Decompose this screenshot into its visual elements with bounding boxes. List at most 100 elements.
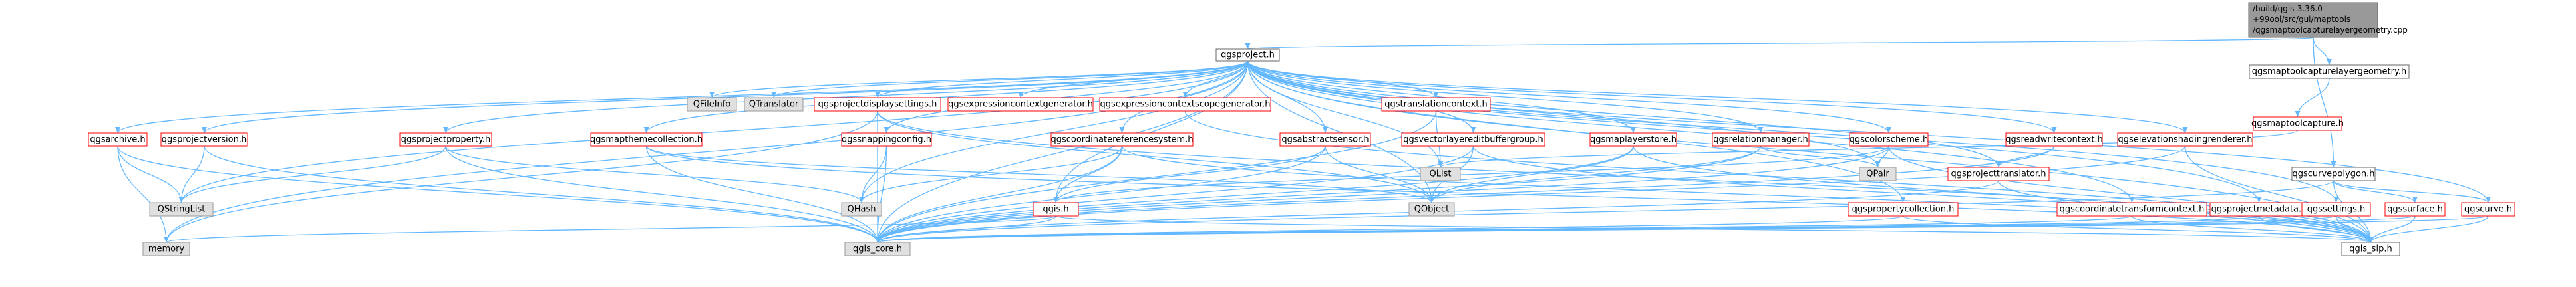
edge-qgscoordinatetransformcontext-to-qgis_sip [2131, 215, 2374, 243]
node-box [1050, 132, 1194, 147]
node-qgselevationshadingrenderer[interactable]: qgselevationshadingrenderer.h [2117, 132, 2253, 147]
node-qgsmapthemecollection[interactable]: qgsmapthemecollection.h [590, 132, 703, 147]
node-qgis-h[interactable]: qgis.h [1033, 202, 1079, 217]
node-qpair: QPair [1859, 167, 1897, 181]
edge-qgsrelationmanager-to-qobject [1429, 145, 1762, 203]
node-qgssurface[interactable]: qgssurface.h [2384, 202, 2446, 217]
node-label: memory [148, 244, 185, 254]
node-box [1848, 202, 1959, 217]
node-label: qgsprojecttranslator.h [1951, 169, 2046, 179]
node-qgsmaptoolcapture[interactable]: qgsmaptoolcapture.h [2251, 116, 2344, 131]
node-label: qgssettings.h [2307, 205, 2366, 215]
edge-qgsproject-to-memory [164, 60, 1249, 243]
node-qgsprojectmetadata[interactable]: qgsprojectmetadata.h [2209, 202, 2309, 217]
node-qgsexpressioncontextgenerator[interactable]: qgsexpressioncontextgenerator.h [947, 97, 1094, 112]
node-label: qgsreadwritecontext.h [2005, 135, 2103, 145]
node-label: qgspropertycollection.h [1852, 205, 1955, 215]
node-label-line: /build/qgis-3.36.0 [2253, 4, 2323, 13]
node-qgspropertycollection[interactable]: qgspropertycollection.h [1848, 202, 1959, 217]
node-qgsproject[interactable]: qgsproject.h [1215, 48, 1280, 62]
node-qgsreadwritecontext[interactable]: qgsreadwritecontext.h [2005, 132, 2103, 147]
node-box [814, 97, 941, 112]
node-qgssnappingconfig[interactable]: qgssnappingconfig.h [841, 132, 932, 147]
node-box [841, 202, 882, 217]
node-qgsprojectversion[interactable]: qgsprojectversion.h [160, 132, 248, 147]
edge-qgscoordinatereferencesystem-to-qgis_sip [1121, 145, 2374, 243]
node-qfileinfo: QFileInfo [687, 97, 737, 112]
node-qgsmaptoolcapturelayergeometry-h[interactable]: qgsmaptoolcapturelayergeometry.h [2249, 64, 2410, 79]
node-label: QTranslator [749, 100, 799, 110]
node-qgscurve[interactable]: qgscurve.h [2461, 202, 2515, 217]
node-label: QFileInfo [693, 100, 731, 110]
node-qgsarchive[interactable]: qgsarchive.h [88, 132, 148, 147]
edge-qgscolorscheme-to-qgis_h [1053, 145, 1889, 203]
node-qgsvectorlayereditbuffergroup[interactable]: qgsvectorlayereditbuffergroup.h [1401, 132, 1545, 147]
node-qhash: QHash [841, 202, 882, 217]
node-box [1712, 132, 1810, 147]
node-box [687, 97, 737, 112]
edge-qgscurvepolygon-to-qgssurface [2333, 180, 2418, 203]
node-box [1033, 202, 1079, 217]
node-qgsprojectproperty[interactable]: qgsprojectproperty.h [399, 132, 492, 147]
node-label: QList [1430, 169, 1452, 179]
node-label: qgsexpressioncontextgenerator.h [948, 100, 1093, 110]
node-label-line: +99ool/src/gui/maptools [2253, 15, 2350, 24]
node-box [149, 202, 214, 217]
node-qgsabstractsensor[interactable]: qgsabstractsensor.h [1279, 132, 1371, 147]
node-box [2056, 202, 2207, 217]
node-box [1215, 48, 1280, 62]
edge-qgsarchive-to-memory [117, 145, 169, 243]
graph-edges [115, 37, 2491, 243]
node-label: QObject [1414, 205, 1450, 215]
edge-root-to-qgsproject [1246, 37, 2314, 50]
node-qgsprojectdisplaysettings[interactable]: qgsprojectdisplaysettings.h [814, 97, 941, 112]
edge-qgscolorscheme-to-qpair [1875, 145, 1889, 168]
node-label: qgsexpressioncontextscopegenerator.h [1100, 100, 1271, 110]
node-label: qgsprojectdisplaysettings.h [818, 100, 937, 110]
node-qstringlist: QStringList [149, 202, 214, 217]
edge-qgsproject-to-qgsprojectmetadata [1247, 60, 2262, 203]
node-qgsprojecttranslator[interactable]: qgsprojecttranslator.h [1947, 167, 2050, 181]
node-qgscoordinatereferencesystem[interactable]: qgscoordinatereferencesystem.h [1050, 132, 1194, 147]
node-box [2341, 242, 2400, 256]
edge-qgscurvepolygon-to-qgis_core [875, 180, 2334, 243]
edge-qgsarchive-to-qgis_core [117, 145, 880, 243]
edge-qgsproject-to-qlist [1247, 60, 1443, 168]
edge-root-to-qgsmaptoolcapturelayergeometry_h [2313, 37, 2332, 66]
node-label: QHash [848, 205, 876, 215]
node-qgscoordinatetransformcontext[interactable]: qgscoordinatetransformcontext.h [2056, 202, 2207, 217]
node-qgssettings[interactable]: qgssettings.h [2301, 202, 2371, 217]
node-box [1859, 167, 1897, 181]
node-box [1408, 202, 1455, 217]
node-qgsexpressioncontextscopegenerator[interactable]: qgsexpressioncontextscopegenerator.h [1099, 97, 1271, 112]
node-qgsrelationmanager[interactable]: qgsrelationmanager.h [1712, 132, 1810, 147]
edge-qgsproject-to-qstringlist [178, 60, 1249, 203]
node-label: qgssurface.h [2387, 205, 2443, 215]
node-qgsmaplayerstore[interactable]: qgsmaplayerstore.h [1589, 132, 1677, 147]
node-qgscolorscheme[interactable]: qgscolorscheme.h [1849, 132, 1929, 147]
node-label: qgselevationshadingrenderer.h [2118, 135, 2253, 145]
edge-qgsproject-to-qpair [1247, 60, 1881, 168]
edge-qgselevationshadingrenderer-to-qgis_sip [2184, 145, 2374, 243]
edge-qgsproject-to-qgscolorscheme [1247, 60, 1891, 134]
node-label: qgsprojectproperty.h [401, 135, 491, 145]
node-box [2248, 2, 2378, 38]
node-qgstranslationcontext[interactable]: qgstranslationcontext.h [1381, 97, 1491, 112]
node-qgis-sip[interactable]: qgis_sip.h [2341, 242, 2400, 256]
node-box [1381, 97, 1491, 112]
node-label: qgscoordinatereferencesystem.h [1050, 135, 1193, 145]
edge-qgsprojectproperty-to-qgis_core [445, 145, 880, 243]
edge-qgsmapthemecollection-to-qobject [645, 145, 1434, 203]
edge-qgscurvepolygon-to-qgscurve [2333, 180, 2491, 203]
node-label-line: /qgsmaptoolcapturelayergeometry.cpp [2253, 25, 2408, 35]
edge-qgsproject-to-qhash [859, 60, 1249, 203]
graph-nodes: /build/qgis-3.36.0 +99ool/src/gui/maptool… [88, 2, 2515, 256]
node-label: qgscurve.h [2464, 205, 2512, 215]
node-label: qgsabstractsensor.h [1281, 135, 1368, 145]
edge-qgssnappingconfig-to-qgis_core [875, 145, 887, 243]
node-root[interactable]: /build/qgis-3.36.0 +99ool/src/gui/maptool… [2248, 2, 2408, 38]
node-qgscurvepolygon[interactable]: qgscurvepolygon.h [2291, 167, 2376, 181]
edge-qgselevationshadingrenderer-to-qgis_core [875, 145, 2186, 243]
edge-qgsproject-to-qgscurve [1247, 60, 2491, 203]
